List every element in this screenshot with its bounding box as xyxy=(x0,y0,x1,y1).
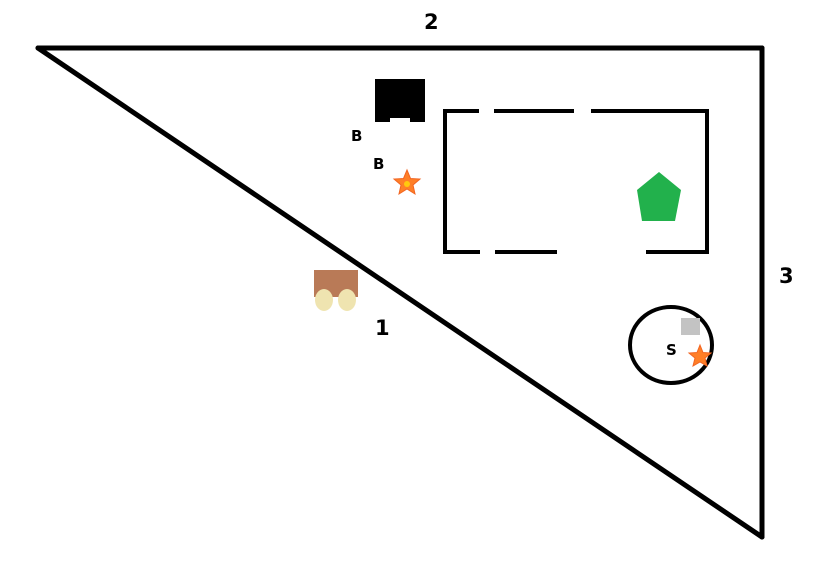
star-icon xyxy=(392,168,422,196)
side-3-label: 3 xyxy=(779,264,794,288)
triangle-boundary xyxy=(35,45,765,540)
pentagon-icon xyxy=(637,172,681,221)
b-upper-label: B xyxy=(351,127,362,145)
side-1-label: 1 xyxy=(375,316,390,340)
star-icon xyxy=(687,343,713,368)
cart-icon xyxy=(314,270,358,311)
side-1-line xyxy=(35,45,765,540)
b-lower-label: B xyxy=(373,155,384,173)
dashed-room xyxy=(443,109,709,254)
s-label: S xyxy=(666,341,677,359)
circle-zone xyxy=(628,305,714,385)
side-2-label: 2 xyxy=(424,10,439,34)
black-block-icon xyxy=(375,79,425,122)
gray-square-icon xyxy=(681,318,700,335)
